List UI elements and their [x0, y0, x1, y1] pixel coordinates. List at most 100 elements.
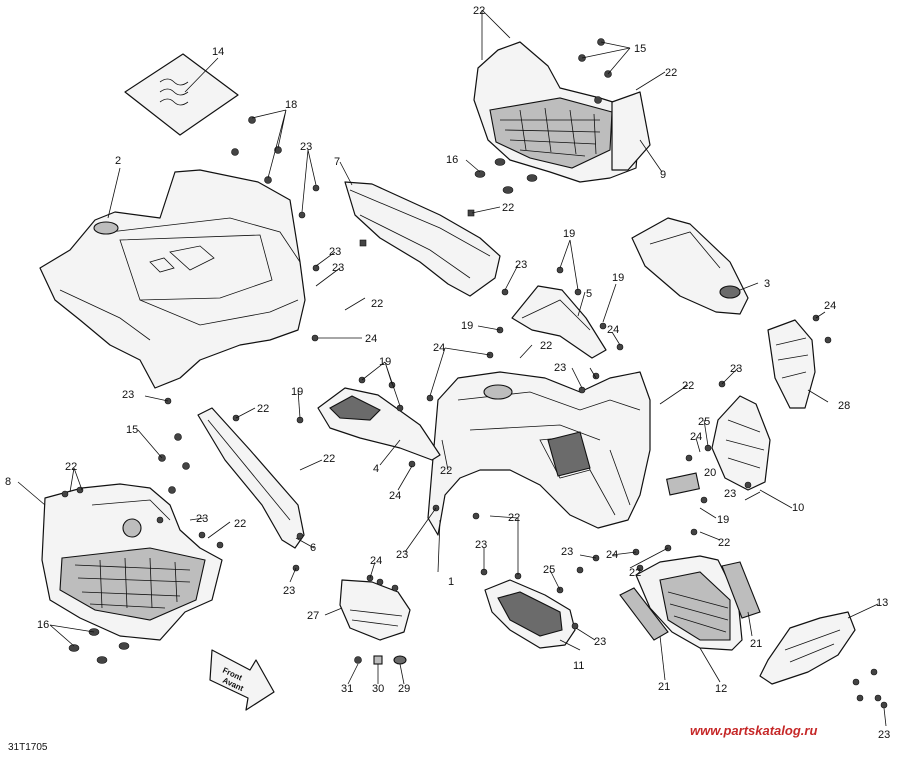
callout-21-a: 21: [658, 681, 670, 693]
callout-8: 8: [5, 476, 11, 488]
callout-23-k: 23: [396, 549, 408, 561]
callout-14: 14: [212, 46, 224, 58]
callout-16-left: 16: [37, 619, 49, 631]
callout-1: 1: [448, 576, 454, 588]
callout-20: 20: [704, 467, 716, 479]
callout-23-g: 23: [730, 363, 742, 375]
callout-24-a: 24: [365, 333, 377, 345]
callout-22-c: 22: [502, 202, 514, 214]
callout-19-d: 19: [379, 356, 391, 368]
callout-21-b: 21: [750, 638, 762, 650]
callout-25-b: 25: [543, 564, 555, 576]
button-part-29: [393, 655, 407, 665]
clip-part-30: [373, 655, 383, 665]
callout-12: 12: [715, 683, 727, 695]
callout-24-h: 24: [370, 555, 382, 567]
callout-4: 4: [373, 463, 379, 475]
callout-23-e: 23: [515, 259, 527, 271]
watermark: www.partskatalog.ru: [690, 723, 817, 738]
rear-fender-part-2: [39, 169, 306, 389]
splash-guard-part-13: [759, 611, 856, 685]
callout-22-n: 22: [629, 567, 641, 579]
callout-18: 18: [285, 99, 297, 111]
callout-27: 27: [307, 610, 319, 622]
callout-23-d: 23: [122, 389, 134, 401]
callout-22-k: 22: [234, 518, 246, 530]
bracket-part-20: [666, 472, 700, 496]
lower-fender-part-11: [484, 579, 576, 649]
side-trim-part-10: [711, 395, 771, 491]
callout-19-f: 19: [717, 514, 729, 526]
callout-23-a: 23: [300, 141, 312, 153]
callout-30: 30: [372, 683, 384, 695]
callout-24-g: 24: [606, 549, 618, 561]
leader-lines: [17, 9, 887, 727]
callout-19-b: 19: [612, 272, 624, 284]
decal-sheet-part-14: [124, 53, 239, 136]
callout-22-e: 22: [540, 340, 552, 352]
callout-23-h: 23: [724, 488, 736, 500]
callout-9: 9: [660, 169, 666, 181]
callout-24-e: 24: [389, 490, 401, 502]
deflector-part-5: [511, 285, 607, 359]
callout-22-j: 22: [65, 461, 77, 473]
callout-13: 13: [876, 597, 888, 609]
callout-23-o: 23: [878, 729, 890, 741]
callout-16-top: 16: [446, 154, 458, 166]
rail-part-6: [197, 407, 305, 549]
callout-numbers: 1 2 3 4 5 6 7 8 9 10 11 12 13 14 15 15 1…: [5, 5, 890, 741]
callout-22-d: 22: [371, 298, 383, 310]
callout-5: 5: [586, 288, 592, 300]
screw-part-31: [354, 656, 362, 664]
callout-3: 3: [764, 278, 770, 290]
callout-2: 2: [115, 155, 121, 167]
diagram-code: 31T1705: [8, 742, 48, 753]
callout-22-i: 22: [440, 465, 452, 477]
callout-24-b: 24: [607, 324, 619, 336]
callout-25-a: 25: [698, 416, 710, 428]
front-cover-part-3: [631, 217, 749, 315]
callout-19-a: 19: [563, 228, 575, 240]
front-direction-arrow: Front Avant: [209, 649, 275, 711]
callout-24-d: 24: [433, 342, 445, 354]
side-rail-part-7: [344, 181, 501, 297]
front-fender-part-1: [427, 371, 651, 536]
front-rack-part-9: [473, 41, 651, 183]
callout-23-c: 23: [332, 262, 344, 274]
callout-22-b: 22: [665, 67, 677, 79]
foam-pad-b-part-21: [721, 561, 761, 619]
callout-7: 7: [334, 156, 340, 168]
callout-23-f: 23: [554, 362, 566, 374]
callout-19-c: 19: [461, 320, 473, 332]
cover-part-27: [339, 579, 411, 641]
callout-23-j: 23: [283, 585, 295, 597]
callout-22-g: 22: [257, 403, 269, 415]
callout-24-f: 24: [690, 431, 702, 443]
callout-6: 6: [310, 542, 316, 554]
callout-22-a: 22: [473, 5, 485, 17]
callout-23-l: 23: [475, 539, 487, 551]
callout-22-m: 22: [718, 537, 730, 549]
callout-31: 31: [341, 683, 353, 695]
footrest-part-12: [635, 555, 743, 651]
step-trim-part-4: [317, 387, 441, 461]
callout-19-e: 19: [291, 386, 303, 398]
side-panel-part-28: [767, 319, 816, 409]
callout-29: 29: [398, 683, 410, 695]
callout-23-n: 23: [594, 636, 606, 648]
callout-15-top: 15: [634, 43, 646, 55]
rear-rack-part-8: [41, 483, 223, 641]
callout-10: 10: [792, 502, 804, 514]
callout-28: 28: [838, 400, 850, 412]
callout-23-m: 23: [561, 546, 573, 558]
callout-24-c: 24: [824, 300, 836, 312]
callout-23-b: 23: [329, 246, 341, 258]
callout-15-left: 15: [126, 424, 138, 436]
callout-22-h: 22: [323, 453, 335, 465]
foam-pad-a-part-21: [619, 587, 669, 641]
callout-22-f: 22: [682, 380, 694, 392]
callout-23-i: 23: [196, 513, 208, 525]
callout-11: 11: [573, 660, 584, 672]
